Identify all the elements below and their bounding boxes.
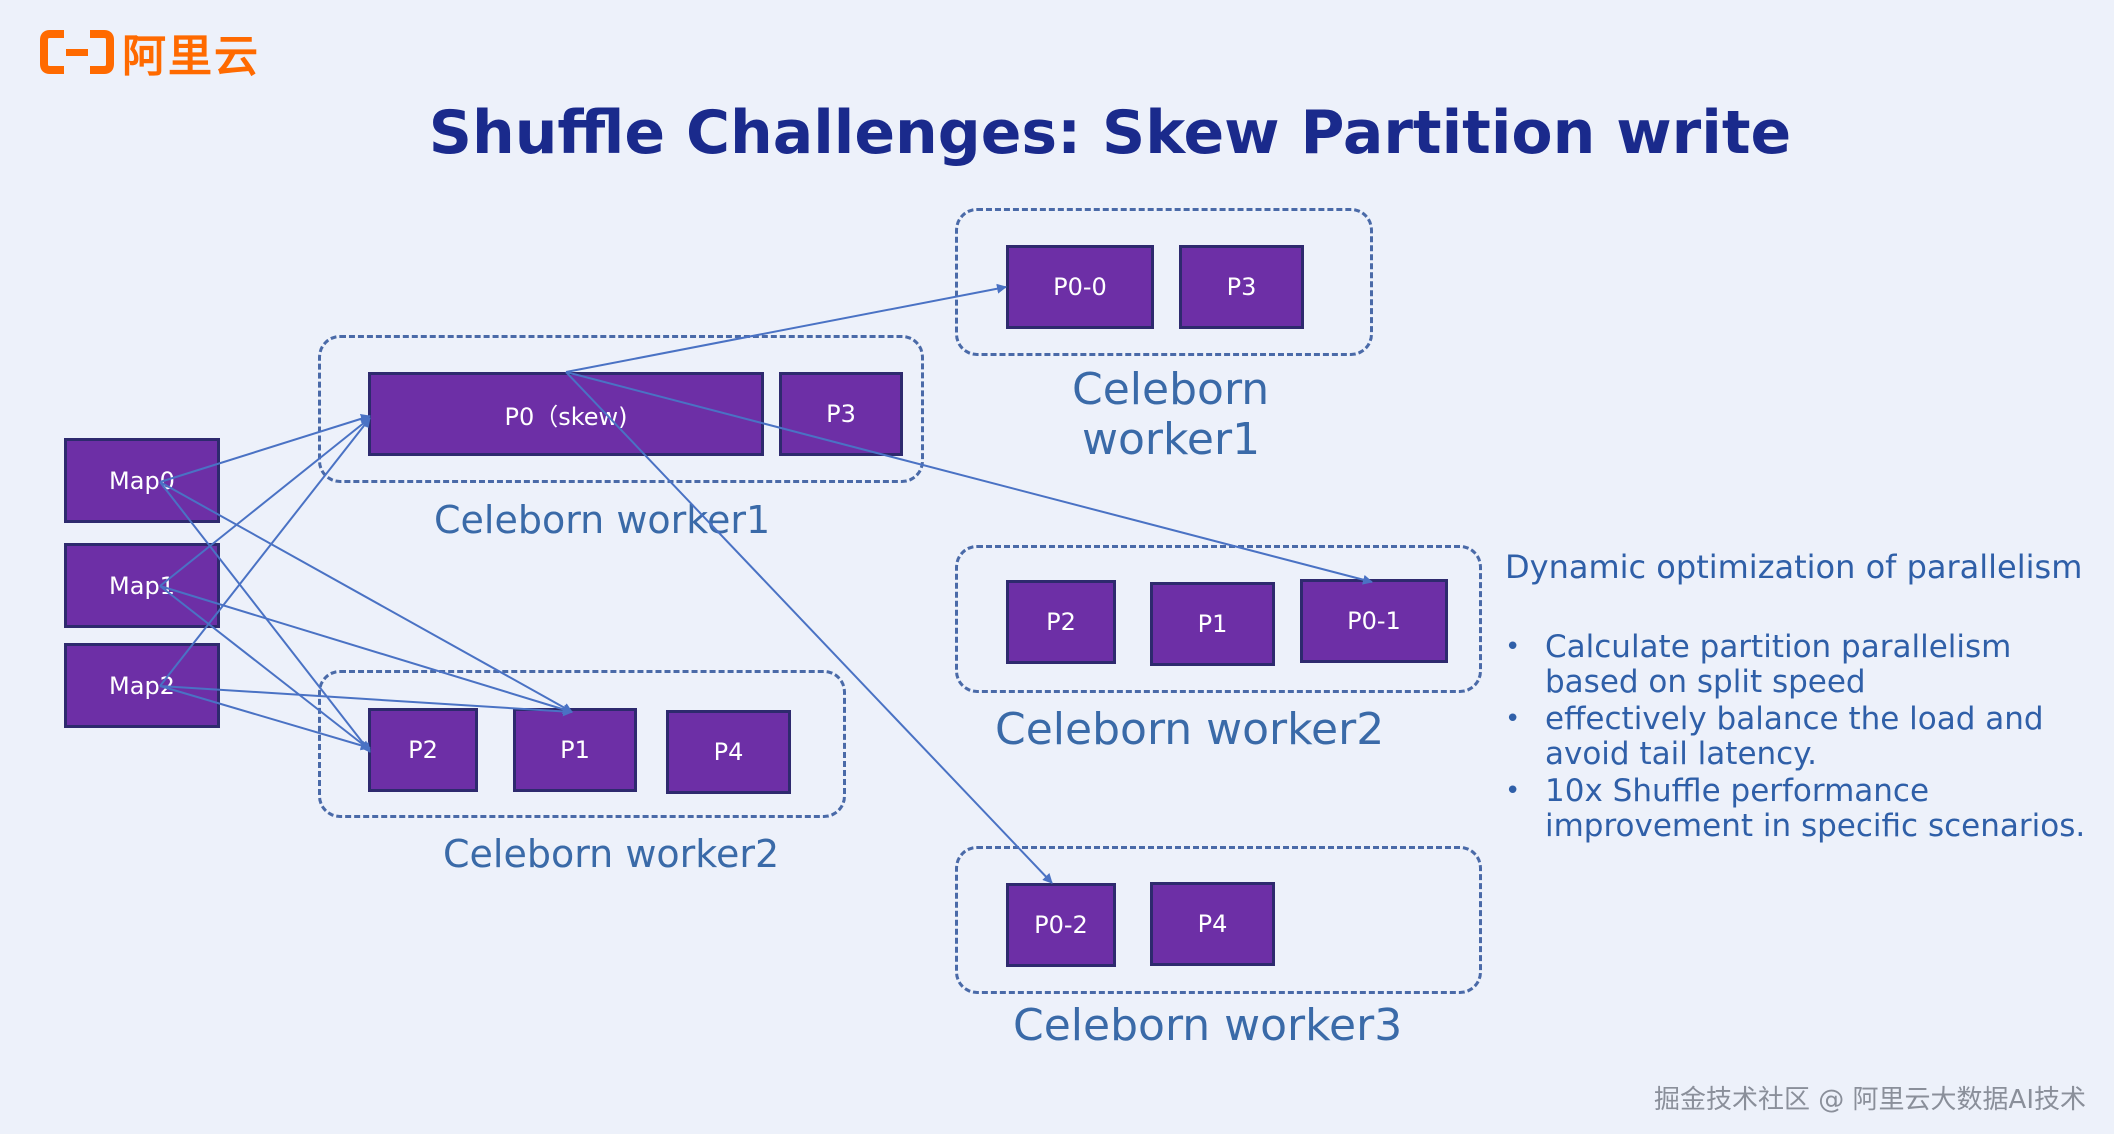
arrow-map1-p2 xyxy=(159,585,371,751)
note-item: • effectively balance the load and avoid … xyxy=(1505,702,2105,772)
arrow-map0-p2 xyxy=(159,481,371,753)
notes-heading: Dynamic optimization of parallelism xyxy=(1505,548,2083,586)
note-item: • Calculate partition parallelism based o… xyxy=(1505,630,2105,700)
arrow-map2-p0 xyxy=(159,417,371,687)
arrow-map2-p2 xyxy=(159,685,371,751)
left-worker2-label: Celeborn worker2 xyxy=(443,832,780,876)
arrow-skew-p0-0 xyxy=(565,283,1007,373)
arrow-map2-p1 xyxy=(159,685,573,717)
note-text: effectively balance the load and avoid t… xyxy=(1545,701,2044,772)
bullet-icon: • xyxy=(1505,704,1521,734)
right-worker2-box xyxy=(955,545,1482,693)
note-text: Calculate partition parallelism based on… xyxy=(1545,629,2012,700)
partition-p3-right-worker1: P3 xyxy=(1179,245,1304,329)
partition-p4-left-worker2: P4 xyxy=(666,710,791,794)
optimization-notes: Dynamic optimization of parallelism • Cal… xyxy=(1505,548,2105,846)
aliyun-logo-icon xyxy=(40,30,114,74)
partition-p1-right-worker2: P1 xyxy=(1150,582,1275,666)
arrow-map1-p0 xyxy=(159,417,371,587)
right-worker2-label: Celeborn worker2 xyxy=(995,704,1385,755)
arrow-map0-p1 xyxy=(159,481,573,713)
partition-p0-0: P0-0 xyxy=(1006,245,1154,329)
arrow-map0-p0 xyxy=(159,413,371,483)
arrow-skew-p0-1 xyxy=(565,371,1373,585)
left-worker1-label: Celeborn worker1 xyxy=(434,498,771,542)
partition-p0-1: P0-1 xyxy=(1300,579,1448,663)
right-worker1-box xyxy=(955,208,1373,356)
arrow-skew-p0-2 xyxy=(565,371,1053,884)
aliyun-logo: 阿里云 xyxy=(40,20,260,84)
partition-p2-left-worker2: P2 xyxy=(368,708,478,792)
slide-title: Shuffle Challenges: Skew Partition write xyxy=(428,98,1792,168)
note-item: • 10x Shuffle performance improvement in … xyxy=(1505,774,2105,844)
right-worker1-label-line1: Celeborn xyxy=(1072,364,1270,415)
partition-p4-right-worker3: P4 xyxy=(1150,882,1275,966)
bullet-icon: • xyxy=(1505,632,1521,662)
left-worker1-box xyxy=(318,335,924,483)
left-worker2-box xyxy=(318,670,846,818)
note-text: 10x Shuffle performance improvement in s… xyxy=(1545,773,2086,844)
arrow-map1-p1 xyxy=(159,585,573,715)
partition-p2-right-worker2: P2 xyxy=(1006,580,1116,664)
notes-list: • Calculate partition parallelism based o… xyxy=(1505,630,2105,844)
partition-p3-left-worker1: P3 xyxy=(779,372,903,456)
right-worker1-label-line2: worker1 xyxy=(1082,414,1261,465)
partition-p0-2: P0-2 xyxy=(1006,883,1116,967)
logo-text: 阿里云 xyxy=(122,31,260,82)
map1-box: Map1 xyxy=(64,543,220,628)
map2-box: Map2 xyxy=(64,643,220,728)
right-worker3-label: Celeborn worker3 xyxy=(1013,1000,1403,1051)
right-worker3-box xyxy=(955,846,1482,994)
bullet-icon: • xyxy=(1505,776,1521,806)
partition-p1-left-worker2: P1 xyxy=(513,708,637,792)
watermark: 掘金技术社区 @ 阿里云大数据AI技术 xyxy=(1654,1085,2086,1115)
partition-p0-skew: P0（skew) xyxy=(368,372,764,456)
